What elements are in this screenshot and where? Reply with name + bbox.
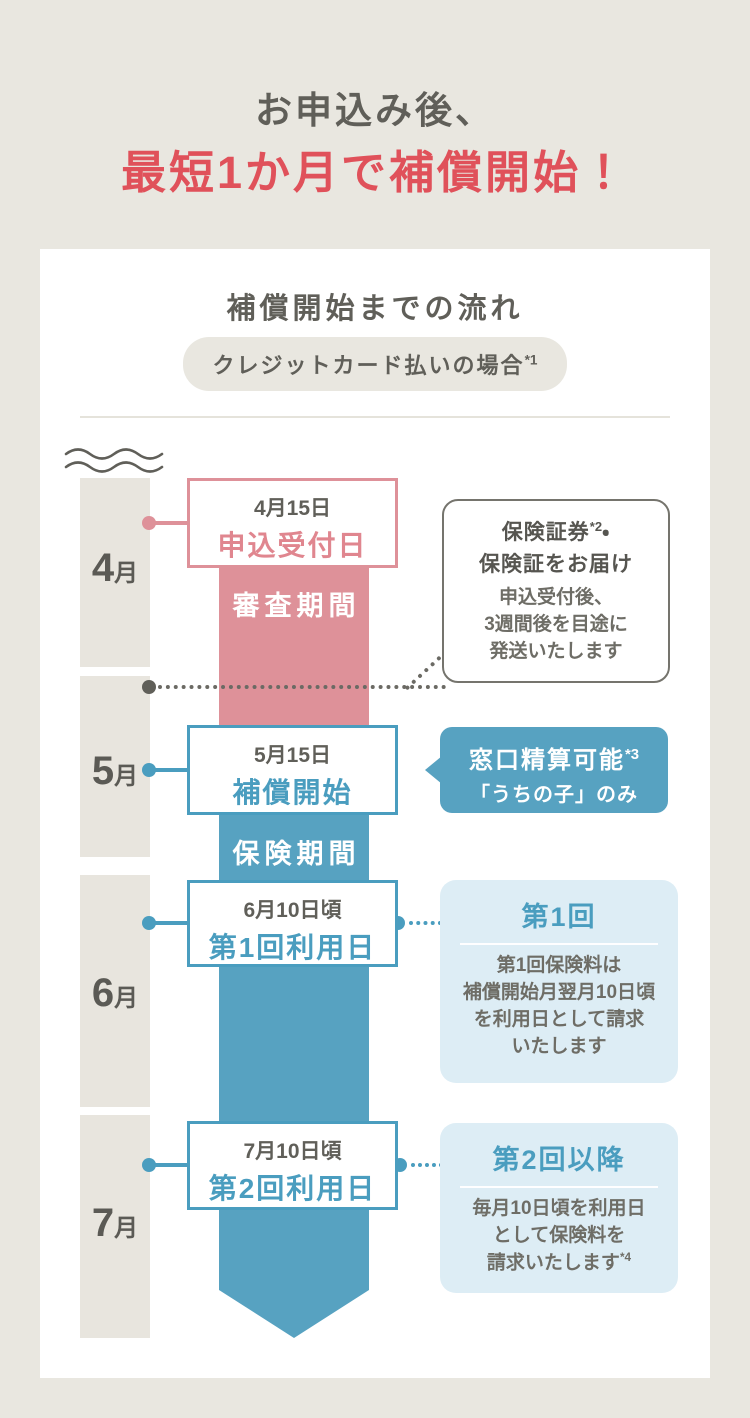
insurance-period-label: 保険期間 [232, 839, 361, 869]
footnote-1: *1 [524, 352, 538, 368]
callout-divider [460, 1186, 658, 1188]
policy-delivery-callout: 保険証券*2・保険証をお届け 申込受付後、 3週間後を目途に 発送いたします [442, 499, 670, 683]
month-segment-june [80, 875, 150, 1107]
connector-line-april [149, 521, 187, 525]
month-number: 6 [91, 971, 115, 1015]
connector-line-july [149, 1163, 187, 1167]
policy-title-text: 保険証券 [501, 521, 590, 544]
page-title-line1: お申込み後、 [255, 90, 495, 131]
month-suffix: 月 [114, 560, 139, 587]
flow-card: 補償開始までの流れ クレジットカード払いの場合*1 4月 5月 6月 7月 審査… [40, 249, 710, 1378]
milestone-date: 6月10日頃 [243, 899, 342, 922]
milestone-title: 申込受付日 [217, 530, 368, 561]
month-label-july: 7月 [76, 1201, 154, 1246]
dotted-line-july [411, 1163, 443, 1167]
counter-settlement-title: 窓口精算可能*3 [440, 740, 668, 775]
month-label-april: 4月 [76, 546, 154, 591]
milestone-date: 5月15日 [253, 744, 332, 767]
milestone-title: 第2回利用日 [208, 1173, 377, 1204]
month-segment-april [80, 478, 150, 667]
first-billing-title: 第1回 [521, 902, 597, 932]
bubble-tail-icon [425, 756, 442, 784]
counter-settlement-subtitle: 「うちの子」のみ [470, 784, 638, 806]
callout-divider [460, 943, 658, 945]
payment-badge-label: クレジットカード払いの場合 [212, 353, 525, 378]
milestone-application-box: 4月15日 申込受付日 [187, 478, 398, 568]
milestone-date: 4月15日 [253, 497, 332, 520]
month-number: 7 [91, 1201, 115, 1245]
insurance-period-band [219, 770, 369, 1338]
header-divider [80, 416, 670, 418]
policy-title-line2: 保険証をお届け [479, 552, 633, 576]
month-number: 5 [91, 749, 115, 793]
policy-delivery-body: 申込受付後、 3週間後を目途に 発送いたします [484, 587, 628, 662]
payment-method-badge: クレジットカード払いの場合*1 [182, 337, 568, 391]
milestone-title: 第1回利用日 [208, 932, 377, 963]
month-segment-july [80, 1115, 150, 1338]
timeline-break-wave-icon [64, 448, 164, 473]
review-period-label: 審査期間 [232, 591, 361, 621]
later-billing-callout: 第2回以降 毎月10日頃を利用日 として保険料を 請求いたします*4 [440, 1123, 678, 1293]
dotted-line-june [409, 921, 442, 925]
policy-title-dot: ・ [602, 521, 611, 544]
milestone-date: 7月10日頃 [243, 1140, 342, 1163]
connector-line-june [149, 921, 187, 925]
payment-badge-wrap: クレジットカード払いの場合*1 [40, 337, 710, 391]
card-title: 補償開始までの流れ [226, 293, 524, 325]
milestone-first-billing-box: 6月10日頃 第1回利用日 [187, 880, 398, 967]
later-billing-body: 毎月10日頃を利用日 として保険料を 請求いたします*4 [440, 1196, 678, 1277]
later-billing-title: 第2回以降 [492, 1145, 626, 1175]
connector-dot-delivery [142, 680, 156, 694]
footnote-4: *4 [619, 1250, 632, 1264]
policy-delivery-title: 保険証券*2・保険証をお届け [444, 517, 668, 580]
footnote-2: *2 [589, 519, 603, 534]
milestone-second-billing-box: 7月10日頃 第2回利用日 [187, 1121, 398, 1210]
month-number: 4 [91, 546, 115, 590]
later-billing-text: 毎月10日頃を利用日 として保険料を 請求いたします [472, 1198, 646, 1274]
dotted-line-delivery [158, 685, 446, 689]
milestone-coverage-start-box: 5月15日 補償開始 [187, 725, 398, 815]
milestone-title: 補償開始 [232, 777, 353, 808]
counter-title-text: 窓口精算可能 [468, 747, 625, 774]
month-segment-may [80, 676, 150, 857]
month-suffix: 月 [114, 763, 139, 790]
connector-line-may [149, 768, 187, 772]
month-label-june: 6月 [76, 971, 154, 1016]
first-billing-body: 第1回保険料は 補償開始月翌月10日頃 を利用日として請求 いたします [462, 955, 656, 1057]
month-label-may: 5月 [76, 749, 154, 794]
page-title-line2: 最短1か月で補償開始！ [120, 147, 630, 198]
month-suffix: 月 [114, 1215, 139, 1242]
counter-settlement-bubble: 窓口精算可能*3 「うちの子」のみ [425, 727, 668, 813]
month-suffix: 月 [114, 985, 139, 1012]
footnote-3: *3 [624, 747, 640, 763]
first-billing-callout: 第1回 第1回保険料は 補償開始月翌月10日頃 を利用日として請求 いたします [440, 880, 678, 1083]
